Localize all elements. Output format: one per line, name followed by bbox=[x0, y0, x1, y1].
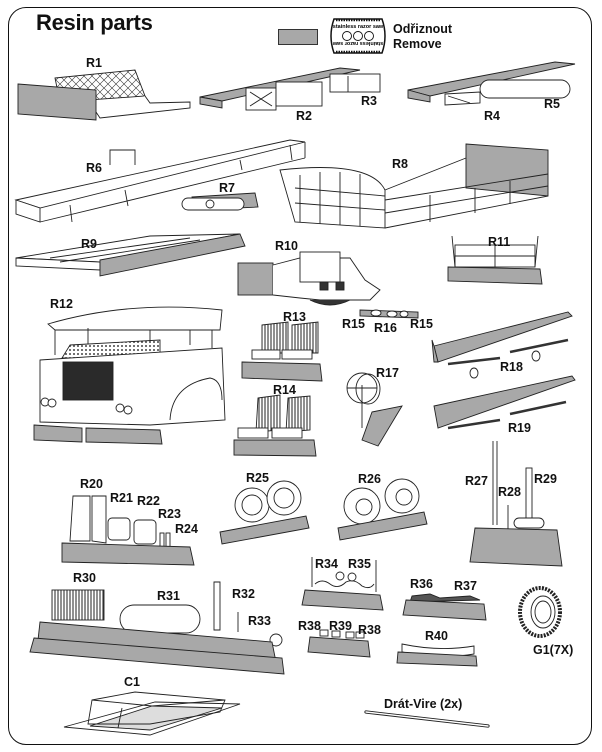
label-R18: R18 bbox=[500, 360, 523, 374]
part-R40 bbox=[396, 643, 478, 667]
part-R34-R35 bbox=[301, 557, 384, 611]
part-R7 bbox=[181, 192, 259, 211]
label-R34: R34 bbox=[315, 557, 338, 571]
saw-top-text: stainless razor saw bbox=[333, 24, 384, 30]
legend-cz: Odřiznout bbox=[393, 22, 453, 36]
label-R8: R8 bbox=[392, 157, 408, 171]
part-G1-tire bbox=[518, 586, 562, 638]
diagram-frame bbox=[8, 7, 592, 745]
label-R27: R27 bbox=[465, 474, 488, 488]
label-C1: C1 bbox=[124, 675, 140, 689]
part-R18 bbox=[431, 311, 573, 379]
label-R23: R23 bbox=[158, 507, 181, 521]
label-wire: Drát-Vire (2x) bbox=[384, 697, 463, 711]
part-R11 bbox=[447, 235, 543, 285]
part-R30-R33 bbox=[29, 581, 285, 675]
part-R38-R39 bbox=[307, 629, 371, 658]
label-R26: R26 bbox=[358, 472, 381, 486]
label-R38-left: R38 bbox=[298, 619, 321, 633]
label-R29: R29 bbox=[534, 472, 557, 486]
label-R9: R9 bbox=[81, 237, 97, 251]
part-C1 bbox=[63, 691, 241, 736]
label-G1: G1(7X) bbox=[533, 643, 574, 657]
part-R27-R29 bbox=[469, 441, 563, 567]
label-R1: R1 bbox=[86, 56, 102, 70]
label-R17: R17 bbox=[376, 366, 399, 380]
part-wire bbox=[364, 710, 490, 728]
label-R22: R22 bbox=[137, 494, 160, 508]
part-R8 bbox=[279, 143, 549, 229]
label-R16: R16 bbox=[374, 321, 397, 335]
label-R30: R30 bbox=[73, 571, 96, 585]
part-R15-R16 bbox=[359, 309, 419, 319]
part-R19 bbox=[433, 375, 576, 430]
part-R9 bbox=[15, 233, 246, 277]
part-R20-R24 bbox=[61, 495, 195, 566]
label-R35: R35 bbox=[348, 557, 371, 571]
label-R15-left: R15 bbox=[342, 317, 365, 331]
label-R37: R37 bbox=[454, 579, 477, 593]
label-R20: R20 bbox=[80, 477, 103, 491]
part-R14 bbox=[233, 394, 317, 457]
part-R25 bbox=[219, 480, 310, 545]
label-R31: R31 bbox=[157, 589, 180, 603]
label-R19: R19 bbox=[508, 421, 531, 435]
label-R38-right: R38 bbox=[358, 623, 381, 637]
remove-swatch-legend bbox=[278, 29, 318, 45]
label-R25: R25 bbox=[246, 471, 269, 485]
label-R12: R12 bbox=[50, 297, 73, 311]
label-R4: R4 bbox=[484, 109, 500, 123]
part-R10 bbox=[237, 251, 381, 306]
label-R2: R2 bbox=[296, 109, 312, 123]
part-R13 bbox=[241, 321, 323, 382]
label-R40: R40 bbox=[425, 629, 448, 643]
label-R5: R5 bbox=[544, 97, 560, 111]
part-R17 bbox=[346, 372, 403, 447]
label-R32: R32 bbox=[232, 587, 255, 601]
label-R13: R13 bbox=[283, 310, 306, 324]
legend-text: Odřiznout Remove bbox=[393, 22, 452, 52]
part-R6 bbox=[14, 139, 306, 223]
part-R26 bbox=[337, 478, 428, 541]
label-R7: R7 bbox=[219, 181, 235, 195]
label-R11: R11 bbox=[488, 235, 511, 249]
label-R15-right: R15 bbox=[410, 317, 433, 331]
label-R28: R28 bbox=[498, 485, 521, 499]
label-R3: R3 bbox=[361, 94, 377, 108]
label-R10: R10 bbox=[275, 239, 298, 253]
legend-en: Remove bbox=[393, 37, 442, 51]
label-R39: R39 bbox=[329, 619, 352, 633]
razor-saw-icon: stainless razor saw stainless razor saw bbox=[330, 18, 386, 54]
label-R33: R33 bbox=[248, 614, 271, 628]
part-R36-R37 bbox=[402, 593, 487, 621]
label-R6: R6 bbox=[86, 161, 102, 175]
label-R14: R14 bbox=[273, 383, 296, 397]
part-R2-R3 bbox=[199, 67, 381, 111]
label-R24: R24 bbox=[175, 522, 198, 536]
saw-bottom-text: stainless razor saw bbox=[332, 40, 383, 46]
part-R12 bbox=[33, 306, 226, 445]
part-R4-R5 bbox=[407, 61, 576, 106]
label-R36: R36 bbox=[410, 577, 433, 591]
page-title: Resin parts bbox=[36, 10, 153, 35]
label-R21: R21 bbox=[110, 491, 133, 505]
part-R1 bbox=[17, 69, 191, 121]
